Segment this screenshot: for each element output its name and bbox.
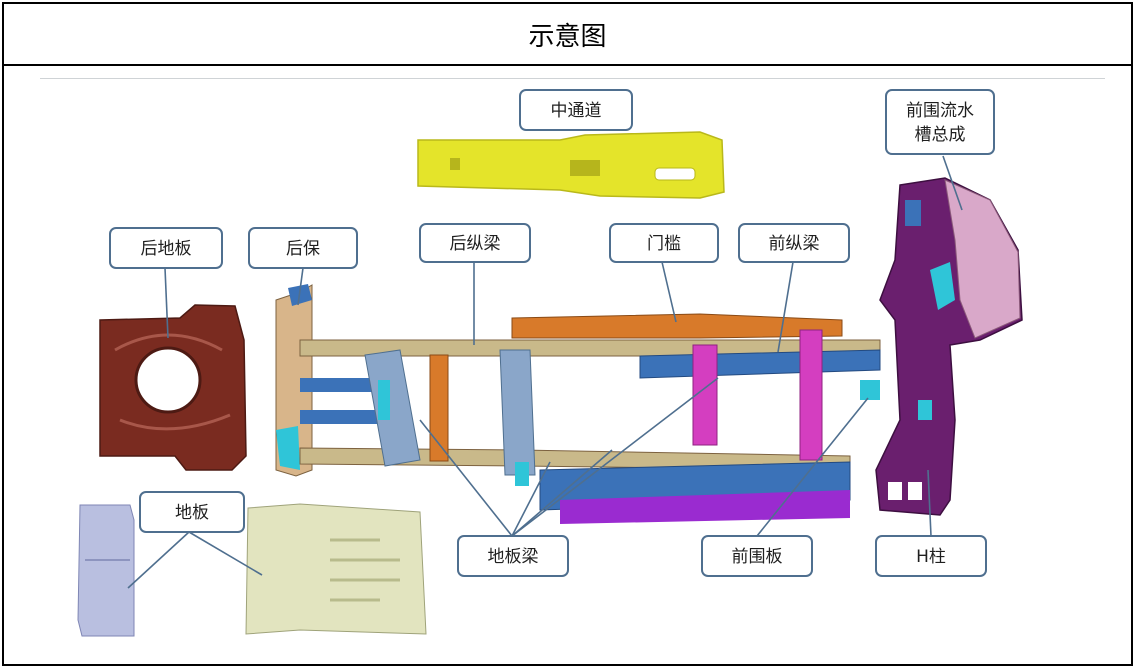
frame-assembly	[299, 313, 881, 524]
page-title: 示意图	[528, 21, 607, 52]
leader-lines	[127, 155, 963, 589]
label-qianweiliushui-line1: 前围流水	[906, 101, 974, 121]
callout-houbao: 后保	[248, 227, 358, 269]
callout-qianzongliang: 前纵梁	[738, 223, 850, 263]
label-dibanliang: 地板梁	[488, 547, 539, 567]
label-qianweiban: 前围板	[732, 547, 783, 567]
label-zhongtongdao: 中通道	[551, 101, 602, 121]
callout-dibanliang: 地板梁	[457, 535, 569, 577]
h-pillar-part	[875, 177, 1023, 516]
label-houdiban: 后地板	[141, 239, 192, 259]
floor-panel-right	[245, 503, 427, 635]
floor-panel-left	[77, 504, 135, 637]
callout-diban: 地板	[139, 491, 245, 533]
callout-zhongtongdao: 中通道	[519, 89, 633, 131]
label-menkan: 门槛	[647, 234, 681, 254]
divider-line	[40, 78, 1105, 79]
callout-menkan: 门槛	[609, 223, 719, 263]
label-qianzongliang: 前纵梁	[769, 234, 820, 254]
callout-houzongliang: 后纵梁	[419, 223, 531, 263]
title-row: 示意图	[4, 4, 1131, 66]
rear-floor-part	[99, 304, 247, 471]
callout-houdiban: 后地板	[109, 227, 223, 269]
rear-bumper-part	[275, 284, 313, 477]
tunnel-part	[417, 131, 725, 199]
callout-hzhu: H柱	[875, 535, 987, 577]
callout-qianweiban: 前围板	[701, 535, 813, 577]
label-diban: 地板	[175, 503, 209, 523]
callout-qianweiliushui: 前围流水 槽总成	[885, 89, 995, 155]
label-houbao: 后保	[286, 239, 320, 259]
label-qianweiliushui-line2: 槽总成	[915, 125, 966, 145]
label-houzongliang: 后纵梁	[450, 234, 501, 254]
label-hzhu: H柱	[916, 547, 946, 567]
